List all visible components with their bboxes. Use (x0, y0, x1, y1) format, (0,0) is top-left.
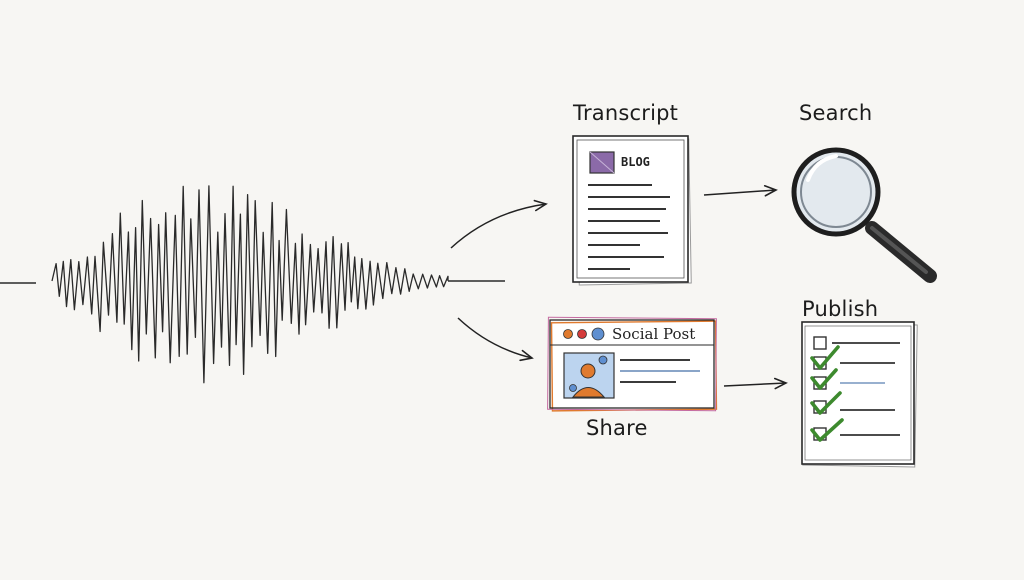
arrow-to-transcript (450, 199, 548, 249)
checkmark-icon (810, 345, 840, 370)
checkmark-icon (810, 368, 838, 390)
audio-waveform-icon (0, 185, 505, 384)
publish-label: Publish (802, 297, 879, 321)
publish-checklist (801, 321, 918, 468)
transcript-label: Transcript (573, 101, 679, 125)
social-post-card (547, 316, 718, 412)
checkmark-icon (810, 391, 842, 415)
checkmark-icon (810, 418, 844, 442)
waveform-trace (51, 185, 449, 384)
search-label: Search (799, 101, 873, 125)
transcript-document (572, 135, 692, 286)
arrow-to-search (703, 184, 778, 197)
share-label: Share (586, 416, 648, 440)
magnifying-glass-icon (791, 147, 937, 283)
arrow-to-social-post (457, 317, 534, 362)
blog-badge: BLOG (621, 155, 650, 169)
arrow-to-publish (723, 377, 788, 390)
social-post-badge: Social Post (612, 325, 696, 343)
